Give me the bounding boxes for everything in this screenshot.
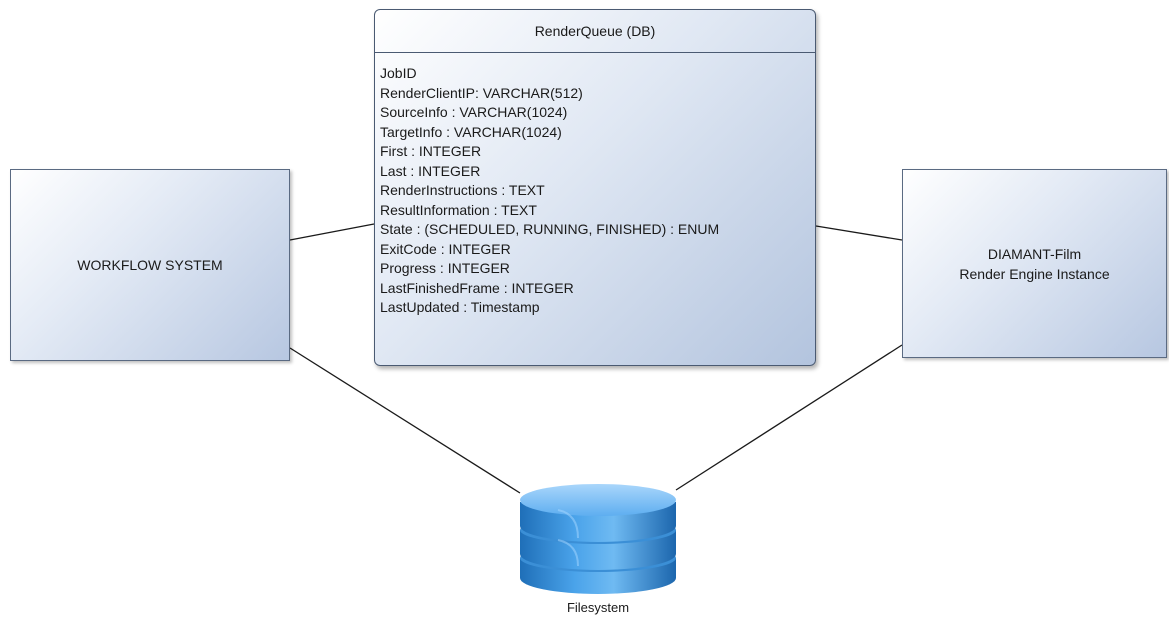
connector-renderengine-filesystem [675, 344, 903, 491]
field-item: ExitCode : INTEGER [380, 240, 511, 257]
render-engine-label: DIAMANT-Film Render Engine Instance [959, 245, 1110, 282]
filesystem-label: Filesystem [566, 600, 630, 615]
connector-workflow-filesystem [289, 347, 521, 494]
field-item: Last : INTEGER [380, 162, 481, 179]
connector-renderengine-renderqueue [815, 225, 903, 241]
field-item: First : INTEGER [380, 143, 482, 159]
field-item: RenderClientIP: VARCHAR(512) [380, 84, 583, 101]
workflow-system-label: WORKFLOW SYSTEM [77, 257, 223, 273]
render-engine-node[interactable]: DIAMANT-Film Render Engine Instance [902, 169, 1167, 358]
field-item: RenderInstructions : TEXT [380, 182, 545, 198]
workflow-system-node[interactable]: WORKFLOW SYSTEM [10, 169, 290, 361]
field-item: TargetInfo : VARCHAR(1024) [380, 123, 562, 140]
field-item: LastUpdated : Timestamp [380, 299, 540, 315]
field-item: ResultInformation : TEXT [380, 201, 537, 218]
field-item: LastFinishedFrame : INTEGER [380, 279, 574, 296]
database-icon[interactable] [518, 480, 678, 596]
field-item: State : (SCHEDULED, RUNNING, FINISHED) :… [380, 221, 720, 237]
renderqueue-title: RenderQueue (DB) [375, 10, 815, 53]
field-item: SourceInfo : VARCHAR(1024) [380, 104, 568, 120]
renderqueue-table-node[interactable]: RenderQueue (DB) JobID RenderClientIP: V… [374, 9, 816, 366]
connector-workflow-renderqueue [289, 223, 375, 241]
field-item: JobID [380, 65, 417, 81]
field-item: Progress : INTEGER [380, 260, 510, 276]
renderqueue-field-list: JobID RenderClientIP: VARCHAR(512) Sourc… [375, 53, 815, 318]
